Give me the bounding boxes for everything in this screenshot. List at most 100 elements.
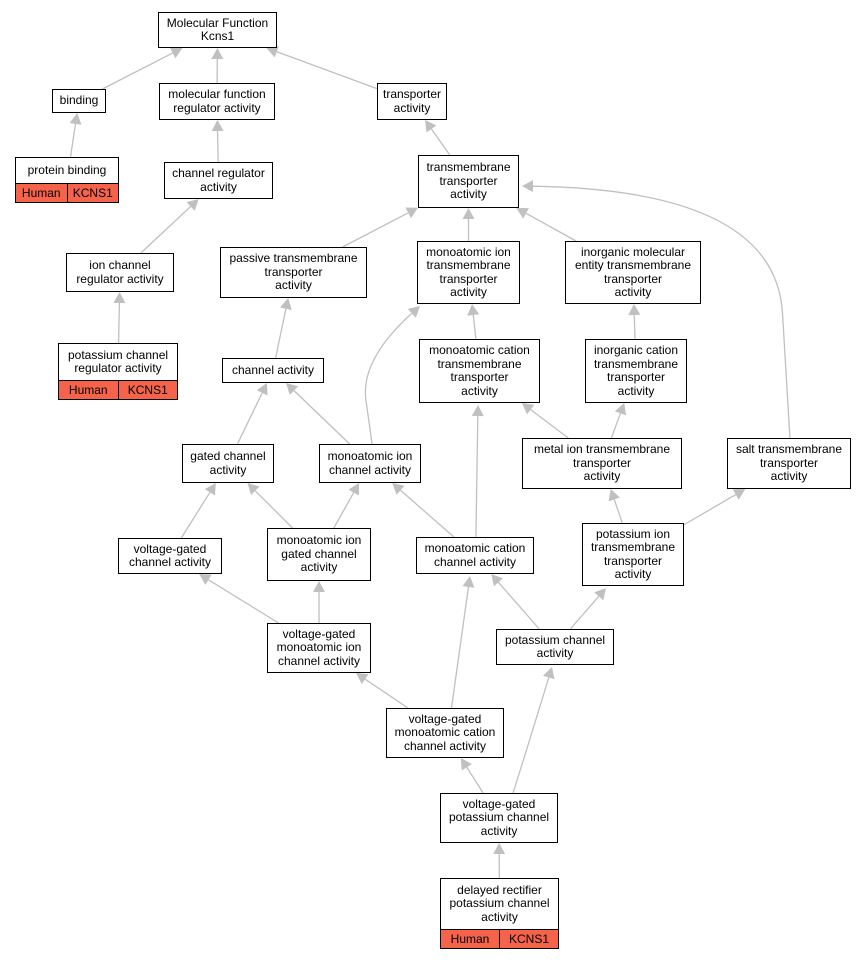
arrowhead <box>732 489 746 500</box>
edge-pbind-to-bind <box>69 123 77 158</box>
go-term-label: potassium channel regulator activity <box>59 344 177 381</box>
go-term-label: transmembrane transporter activity <box>426 160 511 202</box>
go-term-node-vgch[interactable]: voltage-gated channel activity <box>118 538 222 574</box>
go-term-label: channel regulator activity <box>172 166 265 194</box>
go-term-label: voltage-gated channel activity <box>128 541 212 569</box>
go-term-node-salt[interactable]: salt transmembrane transporter activity <box>727 438 851 489</box>
go-term-node-mctt[interactable]: monoatomic cation transmembrane transpor… <box>419 339 540 403</box>
go-term-label: monoatomic ion channel activity <box>327 449 413 477</box>
annotation-gene[interactable]: KCNS1 <box>66 184 118 202</box>
annotation-gene[interactable]: KCNS1 <box>117 381 177 399</box>
edge-vgmc-to-vgmi <box>364 678 409 709</box>
arrowhead <box>356 673 369 685</box>
edge-icra-to-chra <box>140 206 192 254</box>
edge-mcca-to-mctt <box>475 415 479 538</box>
go-term-label: voltage-gated monoatomic cation channel … <box>394 711 496 753</box>
go-term-label: potassium ion transmembrane transporter … <box>590 526 676 581</box>
go-term-label: salt transmembrane transporter activity <box>735 442 843 484</box>
arrowhead <box>491 574 503 587</box>
edge-chac-to-ptmt <box>274 308 287 359</box>
go-term-label: channel activity <box>231 362 315 377</box>
go-term-node-kcha[interactable]: potassium channel activity <box>496 629 614 665</box>
arrowhead <box>204 483 216 496</box>
go-term-node-gcha[interactable]: gated channel activity <box>182 444 274 483</box>
arrowhead <box>348 483 360 496</box>
go-term-node-chac[interactable]: channel activity <box>222 358 324 383</box>
arrowhead <box>169 47 183 59</box>
go-term-node-tact[interactable]: transporter activity <box>377 83 447 120</box>
go-term-node-vgkc[interactable]: voltage-gated potassium channel activity <box>440 793 558 843</box>
edge-metl-to-ictt <box>610 413 622 439</box>
arrowhead <box>462 208 475 219</box>
edge-vgch-to-gcha <box>180 491 211 539</box>
edge-salt-to-tmta <box>532 185 791 439</box>
go-term-node-bind[interactable]: binding <box>52 89 106 113</box>
arrowhead <box>407 306 420 318</box>
arrowhead <box>392 483 405 495</box>
go-term-node-icra[interactable]: ion channel regulator activity <box>66 253 174 292</box>
edge-tact-to-mf <box>276 51 378 90</box>
go-term-label: monoatomic cation transmembrane transpor… <box>429 343 530 398</box>
go-term-node-ptmt[interactable]: passive transmembrane transporter activi… <box>220 247 367 298</box>
edge-migc-to-mica <box>333 492 355 529</box>
go-term-label: Molecular Function Kcns1 <box>166 15 269 43</box>
go-term-node-vgmc[interactable]: voltage-gated monoatomic cation channel … <box>386 708 504 758</box>
go-term-label: inorganic molecular entity transmembrane… <box>574 244 692 299</box>
go-term-node-mica[interactable]: monoatomic ion channel activity <box>319 444 421 483</box>
edge-vgkc-to-kcha <box>512 677 550 794</box>
edge-vgmc-to-mcca <box>450 586 470 709</box>
go-term-label: ion channel regulator activity <box>76 258 164 286</box>
annotation-gene[interactable]: KCNS1 <box>499 930 558 948</box>
edge-mica-to-chac <box>293 390 351 445</box>
arrowhead <box>211 48 224 60</box>
edge-tmta-to-tact <box>430 128 451 156</box>
edge-kcha-to-mcca <box>497 581 540 630</box>
go-term-label: monoatomic ion gated channel activity <box>276 533 362 575</box>
arrowhead <box>256 383 268 396</box>
go-term-node-metl[interactable]: metal ion transmembrane transporter acti… <box>522 438 682 489</box>
go-term-label: protein binding <box>16 158 118 184</box>
go-term-label: voltage-gated monoatomic ion channel act… <box>276 626 362 668</box>
go-term-node-mfra[interactable]: molecular function regulator activity <box>159 83 275 120</box>
arrowhead <box>425 120 437 133</box>
edge-imet-to-tmta <box>525 212 577 242</box>
go-term-node-drkc[interactable]: delayed rectifier potassium channel acti… <box>440 878 559 949</box>
annotation-species[interactable]: Human <box>16 184 67 202</box>
go-term-node-kitt[interactable]: potassium ion transmembrane transporter … <box>582 523 684 586</box>
go-term-node-ictt[interactable]: inorganic cation transmembrane transport… <box>585 339 687 403</box>
go-term-node-vgmi[interactable]: voltage-gated monoatomic ion channel act… <box>267 623 371 673</box>
arrowhead <box>460 758 472 771</box>
go-term-node-imet[interactable]: inorganic molecular entity transmembrane… <box>565 241 701 304</box>
edge-migc-to-gcha <box>254 490 293 529</box>
go-term-node-mcca[interactable]: monoatomic cation channel activity <box>416 537 534 574</box>
go-term-node-tmta[interactable]: transmembrane transporter activity <box>418 155 519 208</box>
edge-mica-to-mitt <box>364 312 413 445</box>
edge-kcra-to-icra <box>117 302 121 344</box>
edge-mctt-to-mitt <box>472 314 477 340</box>
arrowhead <box>493 843 506 855</box>
go-term-label: molecular function regulator activity <box>168 87 266 115</box>
annotation-species[interactable]: Human <box>59 381 118 399</box>
go-term-node-chra[interactable]: channel regulator activity <box>164 162 273 199</box>
annotation-species[interactable]: Human <box>441 930 499 948</box>
go-term-label: passive transmembrane transporter activi… <box>229 251 358 293</box>
arrowhead <box>405 207 418 219</box>
arrowhead <box>462 576 475 588</box>
edge-kitt-to-metl <box>613 499 623 524</box>
go-term-node-mitt[interactable]: monoatomic ion transmembrane transporter… <box>417 241 520 304</box>
edge-ictt-to-imet <box>633 314 636 340</box>
go-term-label: inorganic cation transmembrane transport… <box>593 343 679 398</box>
arrowhead <box>69 113 82 125</box>
arrowhead <box>266 46 279 58</box>
edge-vgmi-to-vgch <box>208 579 279 624</box>
go-term-node-migc[interactable]: monoatomic ion gated channel activity <box>267 528 371 581</box>
go-term-label: transporter activity <box>382 87 442 115</box>
go-term-node-mf[interactable]: Molecular Function Kcns1 <box>158 12 277 48</box>
go-term-label: gated channel activity <box>190 449 266 477</box>
arrowhead <box>286 383 299 395</box>
